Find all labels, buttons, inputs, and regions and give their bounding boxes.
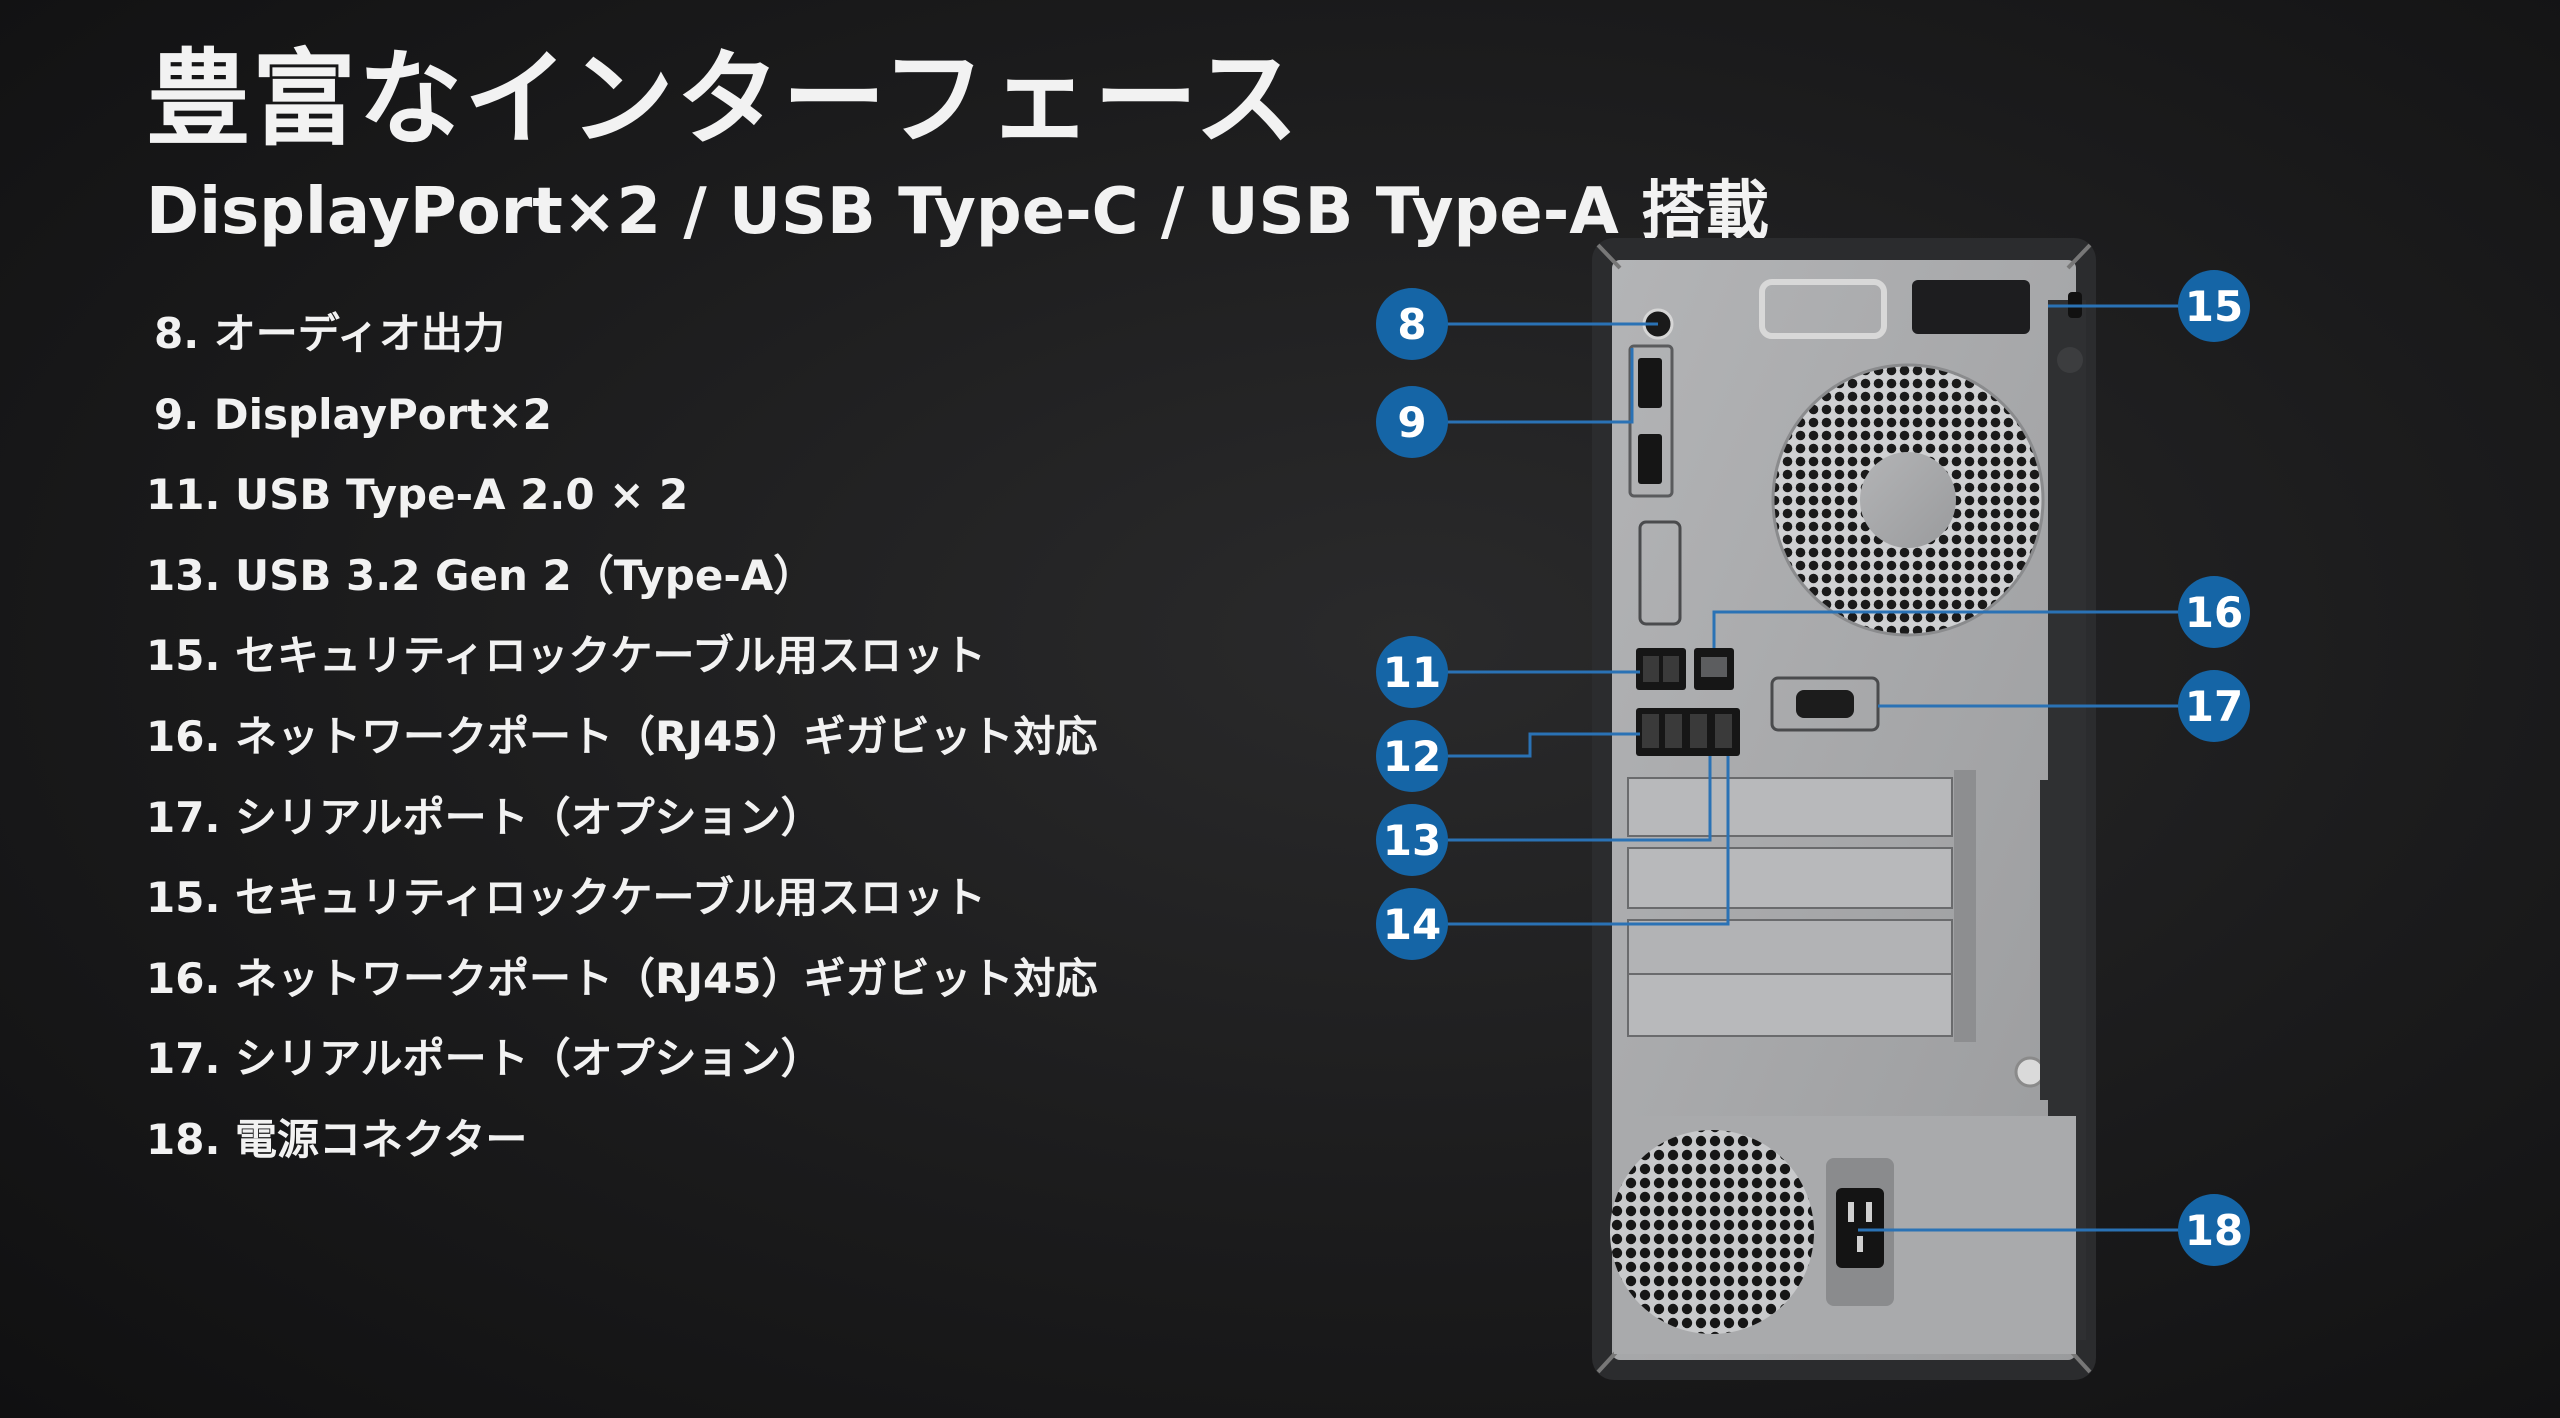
svg-text:11: 11: [1383, 648, 1441, 697]
callout-badge-13: 13: [1376, 804, 1448, 876]
feature-item: 18. 電源コネクター: [146, 1114, 528, 1164]
slide-title: 豊富なインターフェース: [146, 38, 1301, 160]
svg-text:14: 14: [1383, 900, 1441, 949]
callout-badge-17: 17: [2178, 670, 2250, 742]
feature-item: 8. オーディオ出力: [154, 309, 505, 358]
callout-badge-18: 18: [2178, 1194, 2250, 1266]
feature-item: 17. シリアルポート（オプション）: [146, 792, 823, 842]
pc-tower-rear-illustration: 8 9 11 12 13 14 15 16 17 18: [1376, 238, 2250, 1380]
svg-text:18: 18: [2185, 1206, 2243, 1255]
feature-item: 16. ネットワークポート（RJ45）ギガビット対応: [146, 953, 1098, 1003]
svg-text:15: 15: [2185, 282, 2243, 331]
svg-text:13: 13: [1383, 816, 1441, 865]
fan-grille-icon: [1771, 363, 2045, 637]
slide-subtitle: DisplayPort×2 / USB Type-C / USB Type-A …: [146, 175, 1770, 249]
feature-item: 15. セキュリティロックケーブル用スロット: [146, 873, 986, 923]
svg-text:8: 8: [1397, 300, 1426, 349]
callout-badge-12: 12: [1376, 720, 1448, 792]
svg-text:16: 16: [2185, 588, 2243, 637]
feature-item: 11. USB Type-A 2.0 × 2: [146, 470, 689, 520]
callout-badge-9: 9: [1376, 386, 1448, 458]
feature-item: 13. USB 3.2 Gen 2（Type-A）: [146, 550, 816, 600]
callout-badge-8: 8: [1376, 288, 1448, 360]
callout-badge-15: 15: [2178, 270, 2250, 342]
feature-item: 9. DisplayPort×2: [154, 389, 552, 439]
callout-lines: [1446, 304, 2180, 1232]
feature-list: 8. オーディオ出力 9. DisplayPort×2 11. USB Type…: [146, 294, 1097, 1181]
feature-item: 17. シリアルポート（オプション）: [146, 1034, 823, 1084]
callout-badge-11: 11: [1376, 636, 1448, 708]
psu-fan-grille: [1610, 1130, 1814, 1334]
power-inlet-icon: [1826, 1158, 1894, 1306]
callout-badge-14: 14: [1376, 888, 1448, 960]
callout-badge-16: 16: [2178, 576, 2250, 648]
svg-text:17: 17: [2185, 682, 2243, 731]
feature-item: 15. セキュリティロックケーブル用スロット: [146, 631, 986, 681]
svg-text:12: 12: [1383, 732, 1441, 781]
svg-text:9: 9: [1397, 398, 1426, 447]
feature-item: 16. ネットワークポート（RJ45）ギガビット対応: [146, 711, 1098, 761]
